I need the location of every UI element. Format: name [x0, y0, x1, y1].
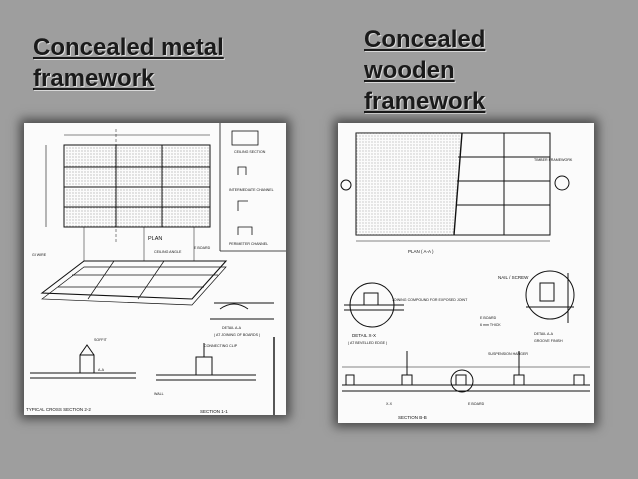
plan-label: PLAN [148, 236, 162, 242]
soffit-label: SOFFIT [94, 338, 108, 342]
right-title: Concealed wooden framework [364, 26, 486, 115]
isometric-frame [40, 227, 228, 306]
aa-label: A-A [98, 368, 105, 372]
plan-aa-label: PLAN ( A-A ) [408, 249, 434, 254]
ceiling-plan-grid [45, 129, 211, 243]
timber-framework-label: TIMBER FRAMEWORK [534, 158, 573, 162]
detail-aa-right-label: DETAIL A-A [534, 332, 554, 336]
section-bb-sketch [342, 351, 590, 393]
section-bb-label: SECTION B-B [398, 415, 427, 420]
cross-section-label: TYPICAL CROSS SECTION 2-2 [26, 407, 91, 412]
intermediate-channel-label: INTERMEDIATE CHANNEL [229, 188, 274, 192]
perimeter-channel-label: PERIMETER CHANNEL [229, 242, 268, 246]
e-board-section-label: E BOARD [468, 402, 485, 406]
joining-compound-label: JOINING COMPOUND FOR EXPOSED JOINT [392, 298, 468, 302]
left-title: Concealed metal framework [33, 34, 224, 92]
detail-aa-label: DETAIL A-A [222, 326, 242, 330]
section-label: SECTION 1-1 [200, 409, 228, 414]
wall-label: WALL [154, 392, 164, 396]
thick-label: 6 mm THICK [480, 323, 501, 327]
gi-wire-label: GI WIRE [32, 253, 47, 257]
metal-framework-drawing: PLAN CEILING SECTION INTERMEDIATE CHANNE… [24, 123, 286, 415]
metal-framework-sketch: PLAN CEILING SECTION INTERMEDIATE CHANNE… [26, 123, 286, 415]
xx-label: X-X [386, 402, 393, 406]
wooden-framework-sketch: TIMBER FRAMEWORK PLAN ( A-A ) JOINING CO… [340, 132, 590, 420]
nail-screw-label: NAIL / SCREW [498, 275, 529, 280]
wooden-plan-grid [340, 132, 570, 242]
e-board-label: E BOARD [194, 246, 211, 250]
cross-section-sketch [30, 337, 275, 415]
detail-aa-sketch [210, 302, 274, 320]
detail-xx-label: DETAIL X-X [352, 333, 376, 338]
groove-finish-label: GROOVE FINISH [534, 339, 563, 343]
bevelled-edge-label: ( AT BEVELLED EDGE ) [348, 341, 387, 345]
ceiling-angle-label: CEILING ANGLE [154, 250, 182, 254]
wooden-framework-drawing: TIMBER FRAMEWORK PLAN ( A-A ) JOINING CO… [338, 123, 594, 423]
connecting-clip-label: CONNECTING CLIP [204, 344, 238, 348]
detail-aa-right-sketch [525, 270, 575, 323]
channel-details [219, 123, 286, 252]
suspension-hanger-label: SUSPENSION HANGER [488, 352, 528, 356]
e-board-right-label: E BOARD [480, 316, 497, 320]
at-joining-label: ( AT JOINING OF BOARDS ) [214, 333, 260, 337]
ceiling-section-label: CEILING SECTION [234, 150, 266, 154]
detail-xx-sketch [344, 282, 404, 328]
